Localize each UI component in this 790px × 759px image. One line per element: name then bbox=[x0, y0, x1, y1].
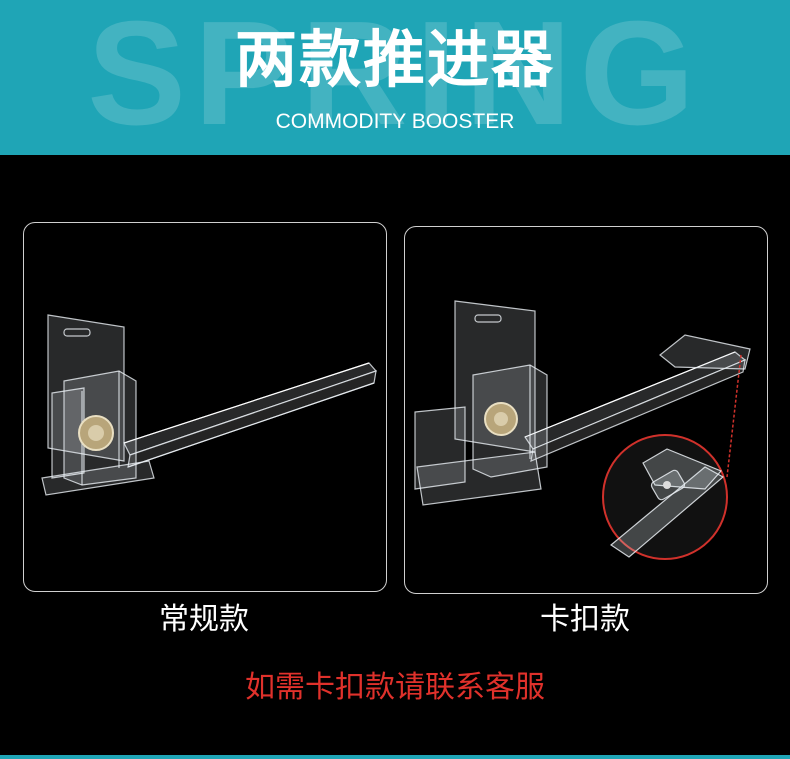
background-watermark-word: SPRING bbox=[87, 0, 703, 155]
caption-clip: 卡扣款 bbox=[540, 602, 630, 637]
clip-detail-callout bbox=[602, 434, 728, 560]
caption-regular: 常规款 bbox=[159, 602, 249, 637]
contact-notice: 如需卡扣款请联系客服 bbox=[245, 670, 545, 705]
page-title: 两款推进器 bbox=[234, 23, 555, 96]
product-panel-clip bbox=[404, 226, 768, 594]
bottom-accent-bar bbox=[0, 755, 790, 759]
zoom-connector-line bbox=[726, 354, 742, 478]
clip-pusher-illustration bbox=[414, 300, 751, 560]
page-subtitle: COMMODITY BOOSTER bbox=[275, 110, 515, 133]
regular-pusher-illustration bbox=[41, 314, 378, 496]
product-panel-regular bbox=[23, 222, 387, 592]
header-banner: SPRING 两款推进器 COMMODITY BOOSTER bbox=[0, 0, 790, 155]
